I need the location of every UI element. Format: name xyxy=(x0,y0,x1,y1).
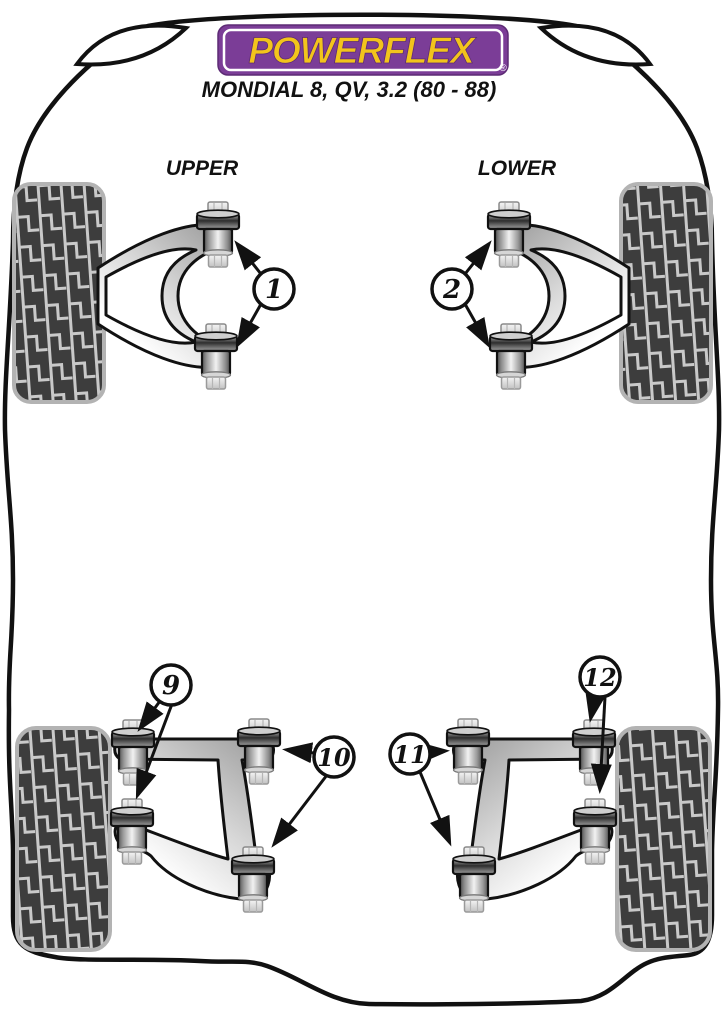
callout-12: 12 xyxy=(578,655,622,794)
car-body-outline xyxy=(2,12,722,1007)
registered-mark: ® xyxy=(499,63,507,74)
callout-2: 2 xyxy=(430,240,492,349)
callout-circle-12 xyxy=(578,655,622,699)
callout-10: 10 xyxy=(271,735,356,848)
tire-rear-right xyxy=(615,726,712,952)
powerflex-logo: POWERFLEX ® xyxy=(217,24,509,76)
label-upper: UPPER xyxy=(166,157,239,180)
callout-1: 1 xyxy=(234,240,296,349)
callout-circle-1 xyxy=(252,267,296,311)
callout-circle-11 xyxy=(388,732,432,776)
powerflex-logo-text: POWERFLEX xyxy=(248,30,477,71)
callout-number-12: 12 xyxy=(583,663,616,692)
callout-circle-9 xyxy=(149,663,193,707)
callout-9: 9 xyxy=(135,663,193,800)
label-lower: LOWER xyxy=(478,157,557,180)
callout-number-9: 9 xyxy=(162,671,180,701)
wing-mirror-right-outline xyxy=(536,23,654,67)
callout-number-11: 11 xyxy=(393,740,426,769)
callout-number-10: 10 xyxy=(317,743,351,772)
wing-mirror-left-outline xyxy=(73,23,191,67)
callout-circle-2 xyxy=(430,267,474,311)
tire-front-right xyxy=(619,182,713,404)
callout-number-2: 2 xyxy=(442,275,461,305)
tire-front-left xyxy=(12,182,106,404)
callout-11: 11 xyxy=(388,732,452,847)
tire-rear-left xyxy=(15,726,112,952)
callout-circle-10 xyxy=(312,735,356,779)
model-subtitle: MONDIAL 8, QV, 3.2 (80 - 88) xyxy=(202,77,497,102)
callout-number-1: 1 xyxy=(265,275,283,305)
